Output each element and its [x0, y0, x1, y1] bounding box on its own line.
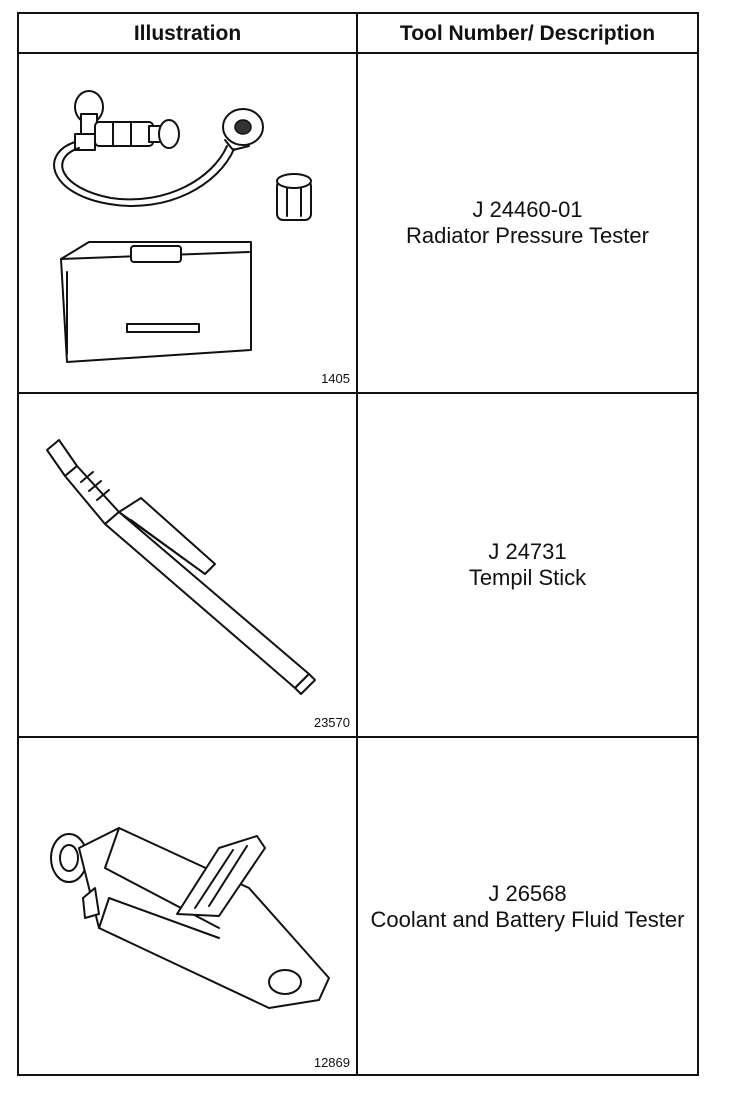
- row-divider: [19, 392, 697, 394]
- figure-number: 12869: [313, 1055, 350, 1070]
- tool-description: Coolant and Battery Fluid Tester: [370, 907, 685, 932]
- tool-table: Illustration Tool Number/ Description: [17, 12, 699, 1076]
- figure-number: 23570: [313, 715, 350, 730]
- header-divider: [19, 52, 697, 54]
- header-tool-number-description: Tool Number/ Description: [399, 22, 656, 45]
- figure-number: 1405: [321, 371, 350, 386]
- column-divider: [356, 14, 358, 1074]
- tool-number: J 24460-01: [472, 197, 583, 222]
- radiator-pressure-tester-illustration: [53, 90, 312, 363]
- tool-number: J 26568: [488, 881, 567, 906]
- tool-number: J 24731: [488, 539, 567, 564]
- description-cell: J 24460-01 Radiator Pressure Tester: [358, 54, 697, 392]
- tool-description: Radiator Pressure Tester: [406, 223, 649, 248]
- row-divider: [19, 736, 697, 738]
- tempil-stick-illustration: [46, 439, 316, 695]
- description-cell: J 24731 Tempil Stick: [358, 394, 697, 736]
- header-illustration: Illustration: [133, 22, 242, 45]
- description-cell: J 26568 Coolant and Battery Fluid Tester: [358, 738, 697, 1076]
- illustration-cell: 23570: [19, 394, 356, 736]
- illustration-cell: 12869: [19, 738, 356, 1076]
- coolant-battery-fluid-tester-illustration: [50, 827, 330, 1009]
- illustration-cell: 1405: [19, 54, 356, 392]
- tool-description: Tempil Stick: [468, 565, 587, 590]
